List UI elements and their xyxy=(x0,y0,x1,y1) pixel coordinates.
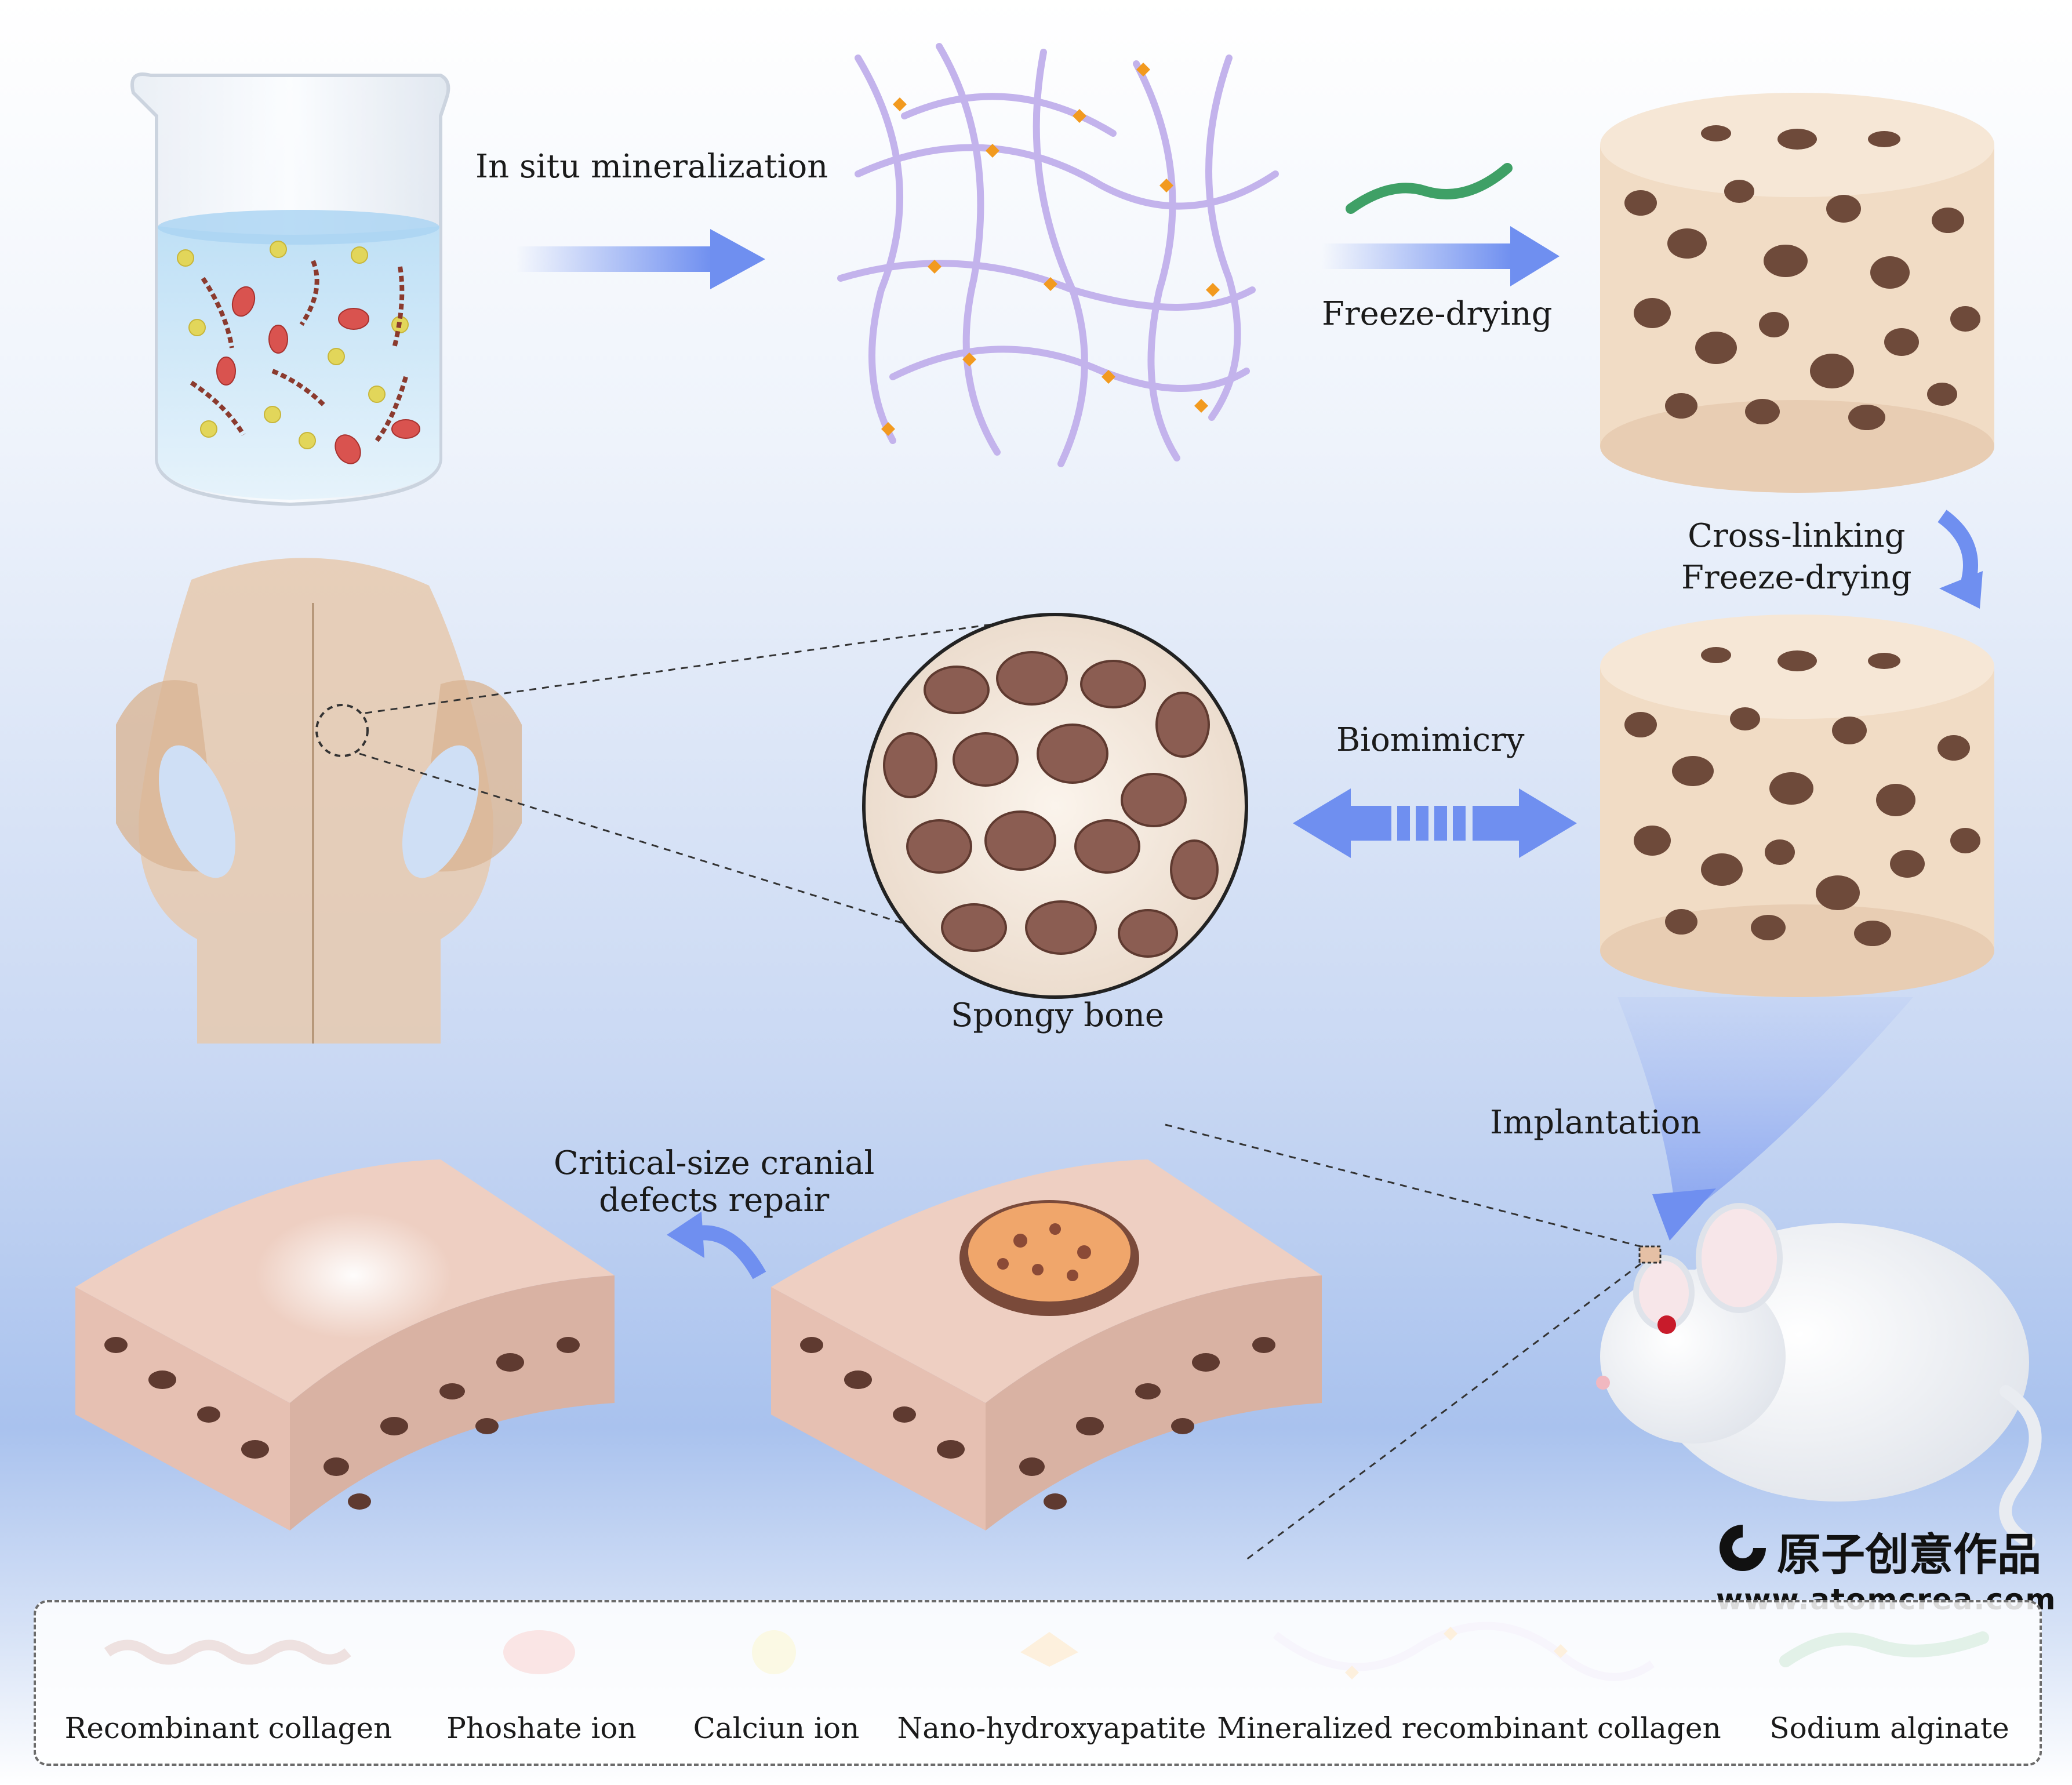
skull xyxy=(116,558,522,1044)
mouse xyxy=(1596,1203,2042,1548)
alginate-strand xyxy=(1346,163,1513,214)
label-implantation: Implantation xyxy=(1490,1104,1702,1141)
spongy-bone-circle xyxy=(862,613,1248,999)
calcium-ions xyxy=(177,241,409,449)
phosphate-ions xyxy=(216,286,420,464)
bone-block-implanted xyxy=(771,1159,1322,1530)
label-crosslinking-line2: Freeze-drying xyxy=(1681,559,1912,597)
legend-label-mineralized: Mineralized recombinant collagen xyxy=(1217,1711,1721,1745)
legend: Recombinant collagen Phoshate ion Calciu… xyxy=(34,1600,2042,1766)
legend-label-calcium: Calciun ion xyxy=(693,1711,860,1745)
scaffold-crosslinked xyxy=(1600,615,1994,997)
label-mineralization: In situ mineralization xyxy=(475,148,828,186)
label-repair: Critical-size cranial defects repair xyxy=(554,1144,875,1220)
arrow-freeze-drying xyxy=(1322,226,1560,286)
label-repair-line2: defects repair xyxy=(599,1181,830,1220)
zoom-lines xyxy=(359,619,1641,1561)
arrow-crosslinking xyxy=(1937,510,1983,609)
scaffold-uncrosslinked xyxy=(1600,93,1994,493)
bone-block-repaired xyxy=(75,1159,615,1530)
label-freeze-drying: Freeze-drying xyxy=(1322,295,1553,333)
arrow-mineralization xyxy=(516,229,765,289)
legend-label-phosphate: Phoshate ion xyxy=(446,1711,637,1745)
beaker xyxy=(130,72,450,507)
label-spongy-bone: Spongy bone xyxy=(951,997,1165,1034)
implantation-arrowhead xyxy=(1652,1188,1716,1241)
arrow-biomimicry xyxy=(1293,788,1577,858)
arrow-repair xyxy=(667,1212,766,1279)
brand-name: 原子创意作品 xyxy=(1777,1529,2041,1580)
implantation-funnel xyxy=(1617,997,1913,1217)
label-crosslinking-line1: Cross-linking xyxy=(1688,517,1906,555)
legend-label-collagen: Recombinant collagen xyxy=(64,1711,392,1745)
label-crosslinking: Cross-linking Freeze-drying xyxy=(1681,517,1912,597)
legend-label-alginate: Sodium alginate xyxy=(1769,1711,2009,1745)
mineralized-fiber-network xyxy=(837,43,1279,467)
brand-logo-icon xyxy=(1720,1525,1766,1571)
legend-label-hydroxyapatite: Nano-hydroxyapatite xyxy=(897,1711,1206,1745)
label-biomimicry: Biomimicry xyxy=(1336,721,1525,759)
label-repair-line1: Critical-size cranial xyxy=(554,1144,875,1182)
collagen-strands xyxy=(190,260,408,442)
hydroxyapatite-crystals xyxy=(881,63,1220,436)
